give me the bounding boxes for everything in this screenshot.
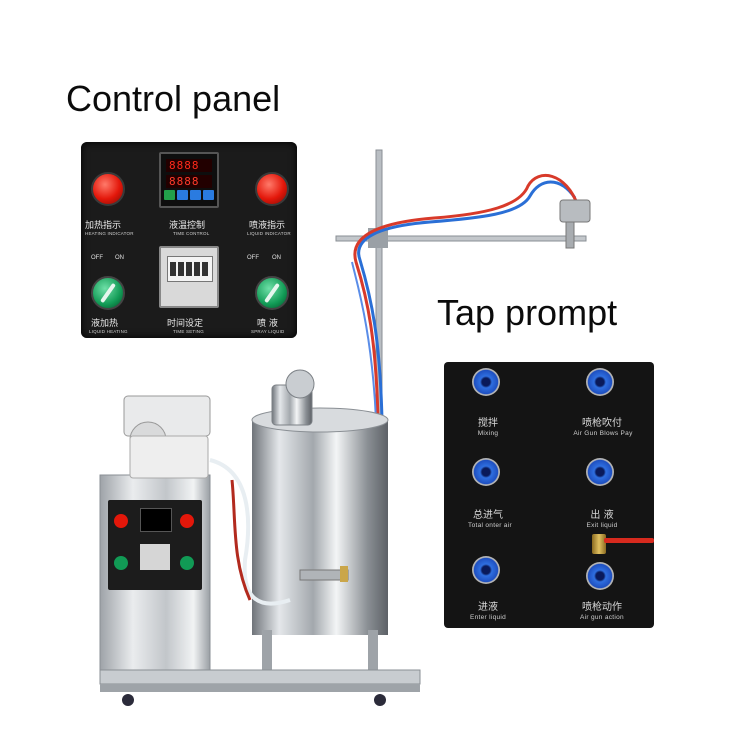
exit-liquid-fitting-icon	[586, 458, 614, 486]
tank-leg-right	[368, 630, 378, 670]
spray-gun-body	[559, 199, 591, 223]
spray-switch-on-label: ON	[272, 255, 281, 261]
mixing-caption: Mixing	[477, 430, 499, 437]
heating-switch-off-label: OFF	[91, 255, 103, 261]
time-relay	[159, 246, 219, 308]
air-gun-action-fitting-icon	[586, 562, 614, 590]
base-frame-edge	[100, 684, 420, 692]
air-gun-blows-fitting-icon	[586, 368, 614, 396]
controller-display-top: 8888	[166, 159, 212, 172]
mixing-label: 搅拌	[478, 418, 498, 429]
total-air-caption: Total onter air	[468, 522, 512, 529]
caster-wheel-front-right	[374, 694, 386, 706]
enter-liquid-label: 进液	[478, 602, 498, 613]
pump-base	[129, 435, 209, 479]
liquid-indicator-label: 喷液指示	[249, 221, 286, 231]
tank-leg-left	[262, 630, 272, 670]
controller-display-bottom: 8888	[166, 175, 212, 188]
machine-liquid-lamp-icon	[180, 514, 194, 528]
controller-shift-button	[177, 190, 188, 200]
ball-valve-icon	[592, 534, 606, 554]
spray-liquid-rotary-switch-icon	[255, 276, 289, 310]
machine-spray-switch-icon	[180, 556, 194, 570]
control-panel-heading: Control panel	[66, 78, 281, 119]
exit-liquid-caption: Exit liquid	[586, 522, 618, 529]
enter-liquid-caption: Enter liquid	[469, 614, 507, 621]
spray-arm	[335, 235, 587, 242]
mixing-fitting-icon	[472, 368, 500, 396]
blue-air-tube-2	[351, 261, 377, 421]
tap-prompt-heading: Tap prompt	[437, 292, 618, 333]
motor-cap	[285, 369, 315, 399]
controller-down-button	[190, 190, 201, 200]
liquid-indicator-lamp-icon	[255, 172, 289, 206]
machine-heating-switch-icon	[114, 556, 128, 570]
air-gun-blows-caption: Air Gun Blows Pay	[573, 430, 633, 437]
mixing-tank	[252, 420, 388, 635]
red-hose	[230, 479, 252, 601]
spray-liquid-label: 喷 液	[257, 319, 278, 329]
blue-air-tube	[357, 180, 577, 421]
machine-controller	[140, 508, 172, 532]
heating-indicator-lamp-icon	[91, 172, 125, 206]
base-frame	[99, 669, 421, 685]
liquid-heating-rotary-switch-icon	[91, 276, 125, 310]
temperature-controller: 8888 8888	[159, 152, 219, 208]
time-setting-label: 时间设定	[167, 319, 204, 329]
time-setting-caption: TIME SETING	[173, 329, 204, 334]
temp-control-caption: TIME CONTROL	[173, 231, 210, 236]
enter-liquid-fitting-icon	[472, 556, 500, 584]
red-liquid-tube	[353, 173, 580, 421]
ball-valve-lever	[604, 538, 654, 543]
air-gun-action-caption: Air gun action	[580, 614, 624, 621]
liquid-indicator-caption: LIQUID INDICATOR	[247, 231, 291, 236]
spray-liquid-caption: SPRAY LIQUID	[251, 329, 285, 334]
controller-up-button	[203, 190, 214, 200]
air-gun-action-label: 喷枪动作	[582, 602, 622, 613]
heating-indicator-caption: HEATING INDICATOR	[85, 231, 134, 236]
spray-switch-off-label: OFF	[247, 255, 259, 261]
machine-time-relay	[140, 544, 170, 570]
heating-indicator-label: 加热指示	[85, 221, 122, 231]
controller-set-button	[164, 190, 175, 200]
tap-prompt-closeup: 搅拌 Mixing 喷枪吹付 Air Gun Blows Pay 总进气 Tot…	[444, 362, 654, 628]
control-panel-closeup: 8888 8888 加热指示 HEATING INDICATOR 液温控制 TI…	[81, 142, 297, 338]
total-air-label: 总进气	[473, 510, 503, 521]
spray-gun-nozzle	[565, 221, 575, 249]
liquid-heating-caption: LIQUID HEATING	[89, 329, 128, 334]
total-air-fitting-icon	[472, 458, 500, 486]
heating-switch-on-label: ON	[115, 255, 124, 261]
exit-liquid-label: 出 液	[590, 510, 614, 521]
temp-control-label: 液温控制	[169, 221, 206, 231]
brass-valve	[340, 566, 348, 582]
machine-control-panel	[108, 500, 202, 590]
time-relay-dial	[167, 256, 213, 282]
machine-heating-lamp-icon	[114, 514, 128, 528]
caster-wheel-front-left	[122, 694, 134, 706]
air-gun-blows-label: 喷枪吹付	[582, 418, 622, 429]
liquid-heating-label: 液加热	[91, 319, 119, 329]
clear-tube	[209, 458, 291, 606]
